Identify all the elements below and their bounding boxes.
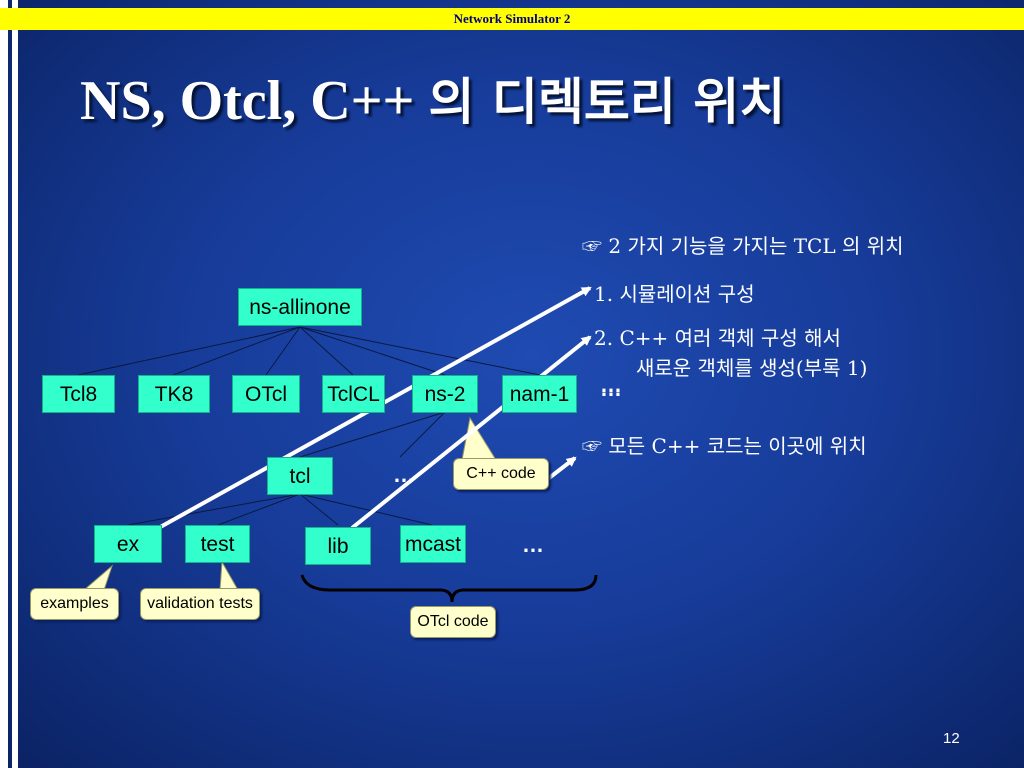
ellipsis-level1: … <box>600 372 622 397</box>
slide-title: NS, Otcl, C++ 의 디렉토리 위치 <box>80 62 785 134</box>
callout-otcl-code: OTcl code <box>410 606 496 638</box>
node-mcast: mcast <box>400 525 466 563</box>
node-tcl: tcl <box>267 457 333 495</box>
header-bar: Network Simulator 2 <box>0 8 1024 30</box>
validation-callout-pointer <box>219 560 239 591</box>
callout-cpp-code: C++ code <box>453 458 549 490</box>
examples-callout-pointer <box>82 564 114 591</box>
note-bullet-tcl-location: ☞ 2 가지 기능을 가지는 TCL 의 위치 <box>582 234 904 258</box>
note-bullet-cpp-code: ☞ 모든 C++ 코드는 이곳에 위치 <box>582 434 867 458</box>
brace <box>300 574 598 603</box>
node-otcl: OTcl <box>232 375 300 413</box>
node-tk8: TK8 <box>138 375 210 413</box>
callout-validation-tests: validation tests <box>140 588 260 620</box>
title-korean: 의 디렉토리 위치 <box>428 73 786 131</box>
tree-lines <box>77 326 541 526</box>
ellipsis-level2: … <box>393 462 415 487</box>
note-item-simulation: 1. 시뮬레이션 구성 <box>594 282 755 306</box>
note-item-cpp-objects: 2. C++ 여러 객체 구성 해서 <box>594 326 841 350</box>
node-lib: lib <box>305 527 371 565</box>
node-test: test <box>185 525 250 563</box>
note-item-new-objects: 새로운 객체를 생성(부록 1) <box>636 356 868 380</box>
callout-examples: examples <box>30 588 119 620</box>
arrow-lib-to-item2 <box>350 335 592 530</box>
node-nam-1: nam-1 <box>502 375 577 413</box>
left-stripe <box>0 0 8 768</box>
title-latin: NS, Otcl, C++ <box>80 70 429 132</box>
note-ellipsis: … <box>600 376 622 401</box>
node-ns-allinone: ns-allinone <box>238 288 362 326</box>
node-ns-2: ns-2 <box>412 375 478 413</box>
node-tcl8: Tcl8 <box>42 375 115 413</box>
page-number: 12 <box>943 730 960 747</box>
arrow-ex-to-item1 <box>127 286 592 547</box>
node-ex: ex <box>94 525 162 563</box>
node-tclcl: TclCL <box>322 375 385 413</box>
ellipsis-level3: … <box>522 532 544 557</box>
left-stripe-inner <box>12 0 18 768</box>
